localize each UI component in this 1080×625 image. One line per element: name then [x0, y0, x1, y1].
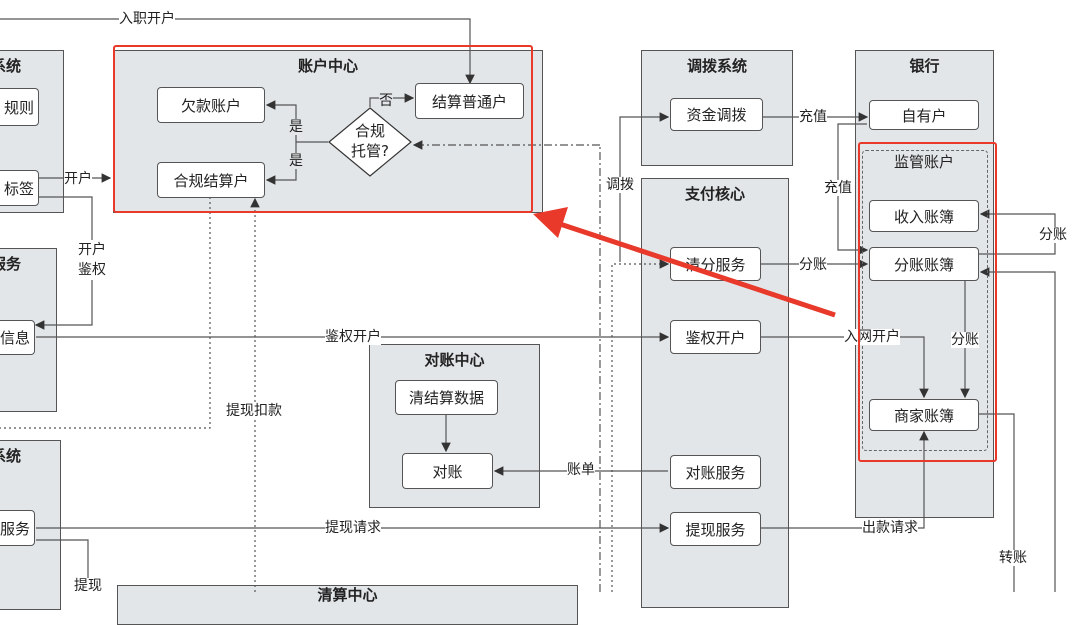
edge-label-auth-open: 鉴权开户: [325, 329, 381, 345]
edge-label-open-auth: 开户鉴权: [77, 240, 107, 280]
edge-label-split-3: 分账: [1039, 227, 1067, 243]
edge-label-onboard-open: 入职开户: [119, 11, 175, 27]
edge-label-allocate: 调拨: [606, 177, 634, 193]
node-info[interactable]: 信息: [0, 320, 35, 355]
edge-label-recharge: 充值: [799, 109, 827, 125]
node-normal-settlement[interactable]: 结算普通户: [415, 83, 524, 119]
node-clearing-data[interactable]: 清结算数据: [395, 380, 498, 415]
node-reconcile[interactable]: 对账: [402, 453, 493, 489]
regulated-account-title: 监管账户: [893, 153, 955, 171]
node-withdraw-service[interactable]: 提现服务: [670, 512, 761, 546]
edge-label-payout-request: 出款请求: [862, 520, 918, 536]
edge-label-split-2: 分账: [951, 332, 979, 348]
highlight-regulated-account: [858, 142, 997, 462]
highlight-account-center: [113, 45, 533, 213]
edge-label-withdraw: 提现: [74, 578, 102, 594]
node-own-account[interactable]: 自有户: [869, 100, 979, 130]
edge-label-open: 开户: [64, 171, 92, 187]
node-income-ledger[interactable]: 收入账簿: [869, 200, 979, 232]
node-debt-account[interactable]: 欠款账户: [157, 87, 265, 123]
decision-compliance[interactable]: 合规托管?: [328, 107, 412, 177]
edge-label-recharge-2: 充值: [824, 180, 852, 196]
edge-label-transfer: 转账: [999, 550, 1027, 566]
node-fund-allocation[interactable]: 资金调拨: [670, 98, 763, 131]
regulated-account-dashed-frame: [862, 150, 988, 451]
node-clearing-service[interactable]: 清分服务: [670, 247, 761, 281]
diamond-shape: [328, 107, 412, 177]
edge-label-withdraw-request: 提现请求: [325, 520, 381, 536]
edge-label-no: 否: [379, 93, 393, 109]
node-compliant-settlement[interactable]: 合规结算户: [157, 162, 265, 198]
edge-label-yes-2: 是: [289, 153, 303, 169]
node-recon-service[interactable]: 对账服务: [670, 455, 761, 489]
edge-label-withdraw-deduct: 提现扣款: [226, 403, 282, 419]
node-merchant-ledger[interactable]: 商家账簿: [869, 399, 979, 431]
node-service[interactable]: 服务: [0, 510, 35, 546]
node-rules[interactable]: 规则: [0, 88, 39, 126]
edge-label-yes: 是: [289, 119, 303, 135]
edge-label-bill: 账单: [567, 462, 595, 478]
edge-label-split: 分账: [799, 257, 827, 273]
node-split-ledger[interactable]: 分账账簿: [869, 247, 979, 281]
node-tags[interactable]: 标签: [0, 170, 39, 206]
node-auth-open[interactable]: 鉴权开户: [670, 320, 761, 354]
